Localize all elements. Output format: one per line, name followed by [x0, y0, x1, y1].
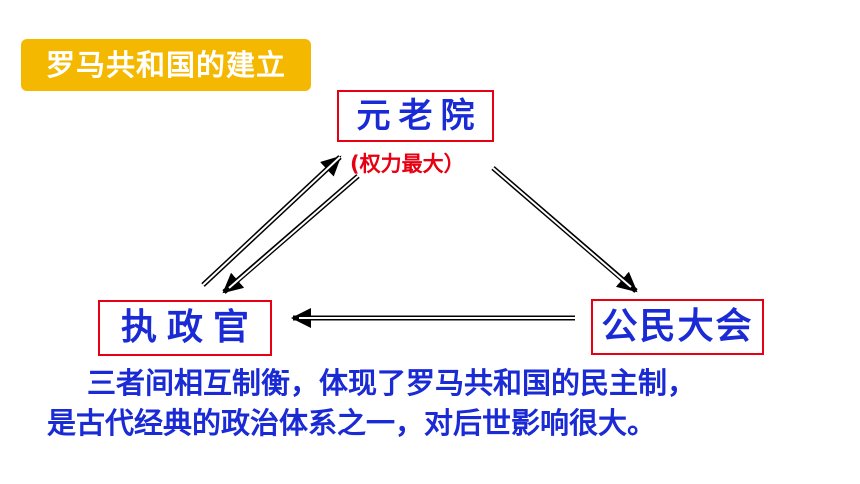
arrow-senate-to-consul: [222, 174, 360, 294]
senate-power-note: (权力最大）: [350, 152, 465, 176]
arrow-consul-to-senate: [201, 155, 342, 287]
senate-box: 元老院: [337, 90, 494, 142]
section-title: 罗马共和国的建立: [21, 39, 311, 91]
consul-label: 执政官: [120, 307, 259, 348]
summary-line-2: 是古代经典的政治体系之一，对后世影响很大。: [47, 406, 657, 440]
summary-text: 三者间相互制衡，体现了罗马共和国的民主制， 是古代经典的政治体系之一，对后世影响…: [47, 363, 827, 443]
arrow-senate-to-assembly: [491, 166, 638, 293]
assembly-box: 公民大会: [591, 299, 764, 355]
consul-box: 执政官: [98, 300, 272, 356]
senate-label: 元老院: [356, 96, 483, 136]
summary-line-1: 三者间相互制衡，体现了罗马共和国的民主制，: [87, 366, 697, 400]
assembly-label: 公民大会: [601, 306, 754, 347]
